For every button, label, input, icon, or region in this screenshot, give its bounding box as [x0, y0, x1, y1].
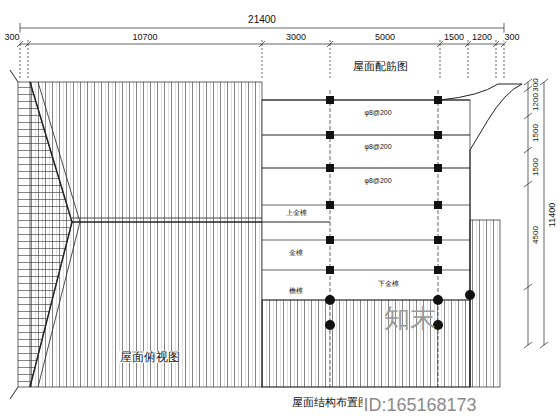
extension-line [504, 40, 505, 80]
rebar-note: φ8@200 [363, 143, 392, 150]
column-section [326, 164, 334, 172]
round-column [433, 295, 443, 305]
dimension-tick [540, 342, 548, 348]
extension-line [20, 40, 21, 80]
column-section [434, 236, 442, 244]
view-title: 屋面配筋图 [352, 61, 409, 72]
round-column [325, 295, 335, 305]
watermark: ID:165168173 [362, 396, 477, 414]
column-section [326, 96, 334, 104]
dimension-tick [524, 86, 532, 92]
extension-line [262, 40, 263, 80]
dimension-text: 1200 [471, 33, 493, 42]
dimension-text: 11400 [548, 202, 557, 228]
dimension-text: 4500 [532, 225, 540, 245]
dimension-text: 300 [532, 77, 540, 92]
member-name: 檐檩 [288, 287, 304, 294]
rebar-note: φ8@200 [363, 177, 392, 184]
dimension-tick [524, 147, 532, 153]
dimension-tick [524, 181, 532, 187]
round-column [325, 320, 335, 330]
extension-line [440, 40, 441, 80]
dimension-text: 3000 [285, 33, 307, 42]
dimension-text: 21400 [247, 15, 277, 25]
column-section [434, 96, 442, 104]
dimension-tick [524, 342, 532, 348]
rebar-note: φ8@200 [363, 109, 392, 116]
column-section [326, 201, 334, 209]
dimension-text: 300 [3, 33, 20, 42]
column-section [326, 266, 334, 274]
dimension-tick [524, 113, 532, 119]
column-section [434, 131, 442, 139]
dimension-text: 1200 [532, 92, 540, 112]
watermark: 知末 [384, 305, 436, 331]
dimension-text: 1500 [532, 157, 540, 177]
column-section [434, 201, 442, 209]
member-name: 金檩 [288, 249, 304, 256]
column-section [434, 164, 442, 172]
column-section [434, 266, 442, 274]
dimension-text: 1500 [532, 123, 540, 143]
dimension-tick [540, 79, 548, 85]
extension-line [496, 40, 497, 80]
view-title: 屋面俯视图 [119, 351, 181, 363]
view-title: 屋面结构布置图 [291, 397, 370, 408]
dimension-tick [524, 284, 532, 290]
member-name: 上金檩 [285, 209, 308, 216]
dimension-text: 5000 [374, 33, 396, 42]
extension-line [28, 40, 29, 80]
member-name: 下金檩 [377, 280, 400, 287]
extension-line [330, 40, 331, 80]
column-section [326, 131, 334, 139]
round-column [465, 290, 475, 300]
dimension-text: 1500 [443, 33, 465, 42]
column-section [326, 236, 334, 244]
dimension-text: 10700 [131, 33, 158, 42]
extension-line [468, 40, 469, 80]
dimension-tick [524, 79, 532, 85]
dimension-text: 300 [503, 33, 520, 42]
